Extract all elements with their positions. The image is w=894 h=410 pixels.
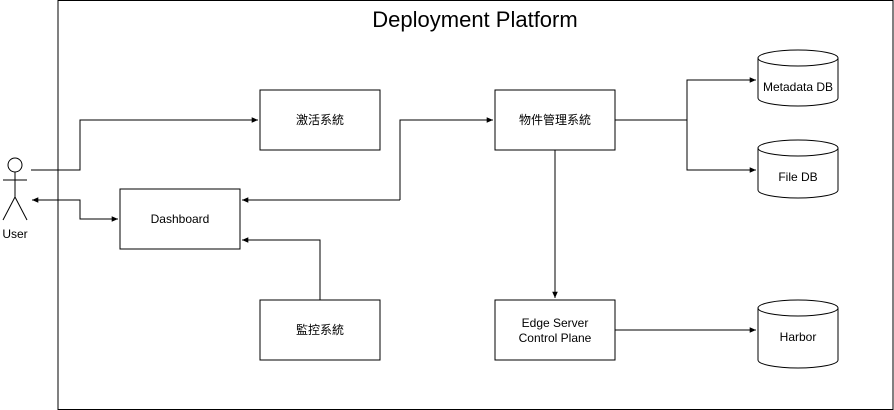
edge-artifact-to-metadata-db <box>615 77 756 121</box>
metadata-db-label: Metadata DB <box>763 80 833 94</box>
artifact-management-label: 物件管理系統 <box>519 112 591 127</box>
file-db-label: File DB <box>778 170 817 184</box>
edge-monitoring-to-dashboard <box>242 237 321 300</box>
platform-title: Deployment Platform <box>372 7 577 32</box>
dashboard-box[interactable] <box>119 188 241 250</box>
metadata-db-cylinder[interactable] <box>757 49 839 107</box>
edge-control-plane-box[interactable] <box>494 299 616 361</box>
edge-control-plane-label-line1: Edge Server <box>522 316 589 330</box>
activation-system-box[interactable] <box>259 89 381 151</box>
edge-control-plane-label-line2: Control Plane <box>519 331 592 345</box>
edge-artifact-to-file-db <box>686 120 756 173</box>
harbor-cylinder[interactable] <box>757 299 839 369</box>
harbor-label: Harbor <box>780 330 817 344</box>
user-label: User <box>2 227 27 241</box>
dashboard-label: Dashboard <box>151 212 210 226</box>
monitoring-system-label: 監控系統 <box>296 322 344 337</box>
activation-system-label: 激活系統 <box>296 113 344 127</box>
edge-dashboard-user <box>31 197 118 222</box>
monitoring-system-box[interactable] <box>259 299 381 361</box>
user-actor <box>2 157 28 221</box>
file-db-cylinder[interactable] <box>757 139 839 199</box>
edge-user-to-activation <box>31 117 258 171</box>
